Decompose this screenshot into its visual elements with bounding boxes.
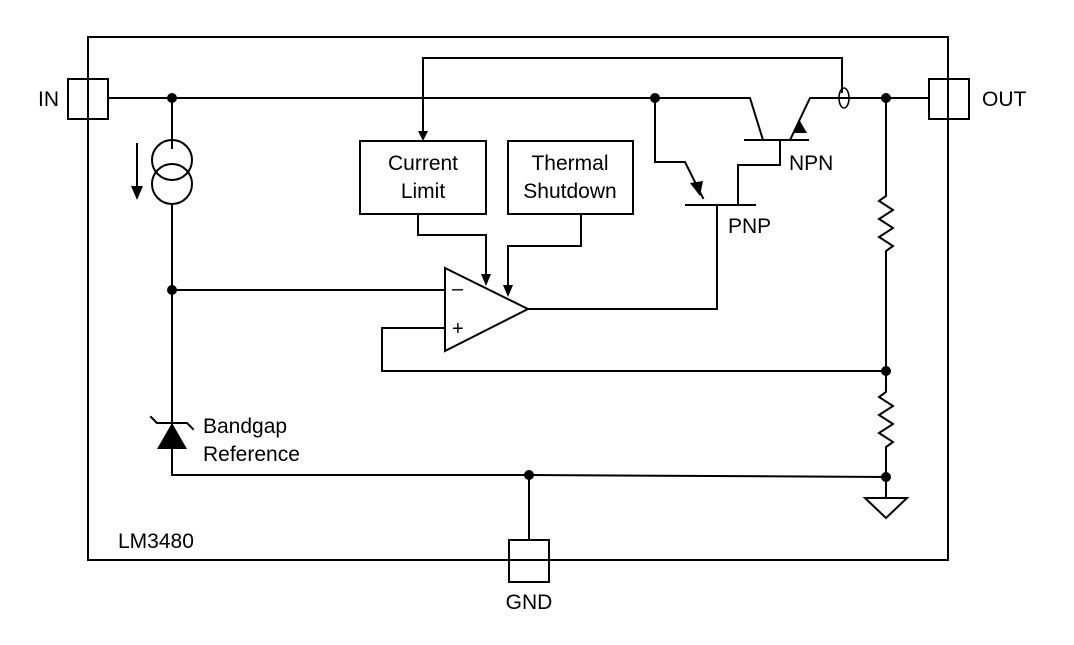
opamp-minus: – bbox=[452, 278, 464, 300]
junction-dot bbox=[524, 470, 534, 480]
pin-in-label: IN bbox=[38, 88, 59, 111]
pin-out-label: OUT bbox=[982, 88, 1027, 111]
pin-gnd: GND bbox=[506, 539, 553, 614]
reference-line2: Reference bbox=[203, 443, 300, 466]
ground-rail bbox=[171, 470, 888, 541]
part-number: LM3480 bbox=[118, 530, 194, 553]
ground-icon bbox=[862, 476, 910, 520]
pin-gnd-label: GND bbox=[506, 591, 553, 614]
current-limit-block: Current Limit bbox=[359, 140, 487, 215]
arrow-down-icon bbox=[131, 186, 143, 200]
input-rail bbox=[107, 93, 765, 142]
pnp-transistor: PNP bbox=[527, 97, 771, 310]
current-sense-loop bbox=[418, 57, 930, 141]
pin-in: IN bbox=[38, 78, 109, 120]
limit-signals bbox=[417, 213, 582, 297]
current-limit-line1: Current bbox=[388, 152, 458, 175]
reference-line1: Bandgap bbox=[203, 415, 287, 438]
npn-label: NPN bbox=[789, 152, 833, 175]
resistor-divider bbox=[877, 97, 895, 482]
thermal-shutdown-line1: Thermal bbox=[531, 152, 608, 175]
current-limit-line2: Limit bbox=[401, 180, 446, 203]
pin-out: OUT bbox=[928, 78, 1027, 120]
current-source bbox=[131, 97, 193, 291]
opamp-plus: + bbox=[452, 318, 464, 340]
pnp-label: PNP bbox=[728, 215, 771, 238]
thermal-shutdown-line2: Shutdown bbox=[523, 180, 616, 203]
npn-transistor: NPN bbox=[737, 97, 839, 206]
bandgap-reference: Bandgap Reference bbox=[149, 289, 300, 476]
error-amplifier: – + bbox=[167, 266, 887, 372]
thermal-shutdown-block: Thermal Shutdown bbox=[507, 140, 634, 215]
package-outline bbox=[87, 36, 949, 561]
